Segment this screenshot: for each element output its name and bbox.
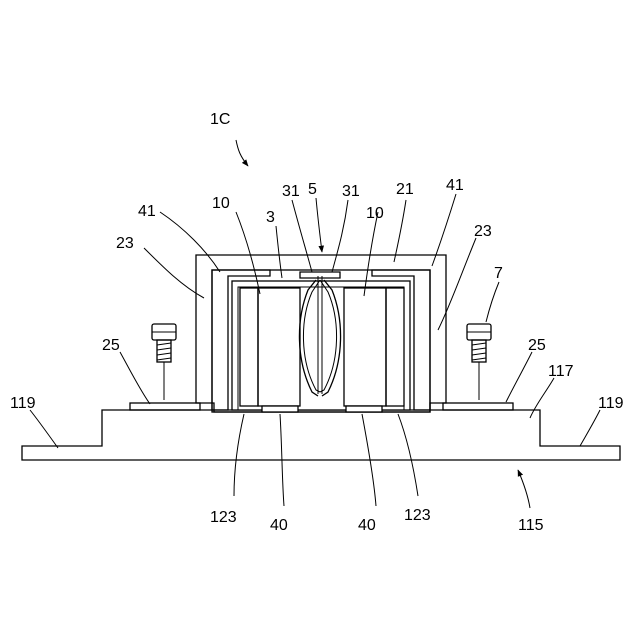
label-base-right: 40 bbox=[358, 517, 376, 534]
label-plate-right: 119 bbox=[598, 395, 624, 412]
label-flange-right: 25 bbox=[528, 337, 546, 354]
screw-right bbox=[467, 324, 491, 400]
label-inner-left: 41 bbox=[138, 203, 156, 220]
label-holder: 3 bbox=[266, 209, 275, 226]
label-flange-left: 25 bbox=[102, 337, 120, 354]
label-groove-right: 123 bbox=[404, 507, 431, 524]
label-boss: 117 bbox=[548, 363, 574, 380]
label-outer-cover: 21 bbox=[396, 181, 414, 198]
label-magnet-right: 10 bbox=[366, 205, 384, 222]
label-base-left: 40 bbox=[270, 517, 288, 534]
label-groove-left: 123 bbox=[210, 509, 237, 526]
label-side-wall-right: 23 bbox=[474, 223, 492, 240]
label-spring-left: 31 bbox=[282, 183, 300, 200]
label-screw: 7 bbox=[494, 265, 503, 282]
base-block-left bbox=[262, 406, 298, 412]
holder bbox=[232, 281, 410, 410]
label-assembly: 1C bbox=[210, 111, 230, 128]
label-frame: 5 bbox=[308, 181, 317, 198]
label-inner-right: 41 bbox=[446, 177, 464, 194]
label-plate-left: 119 bbox=[10, 395, 36, 412]
label-base-plate: 115 bbox=[518, 517, 544, 534]
label-side-wall-left: 23 bbox=[116, 235, 134, 252]
flange-left bbox=[130, 403, 200, 410]
screw-left bbox=[152, 324, 176, 400]
base-block-right bbox=[346, 406, 382, 412]
label-spring-right: 31 bbox=[342, 183, 360, 200]
label-magnet-left: 10 bbox=[212, 195, 230, 212]
flange-right bbox=[443, 403, 513, 410]
